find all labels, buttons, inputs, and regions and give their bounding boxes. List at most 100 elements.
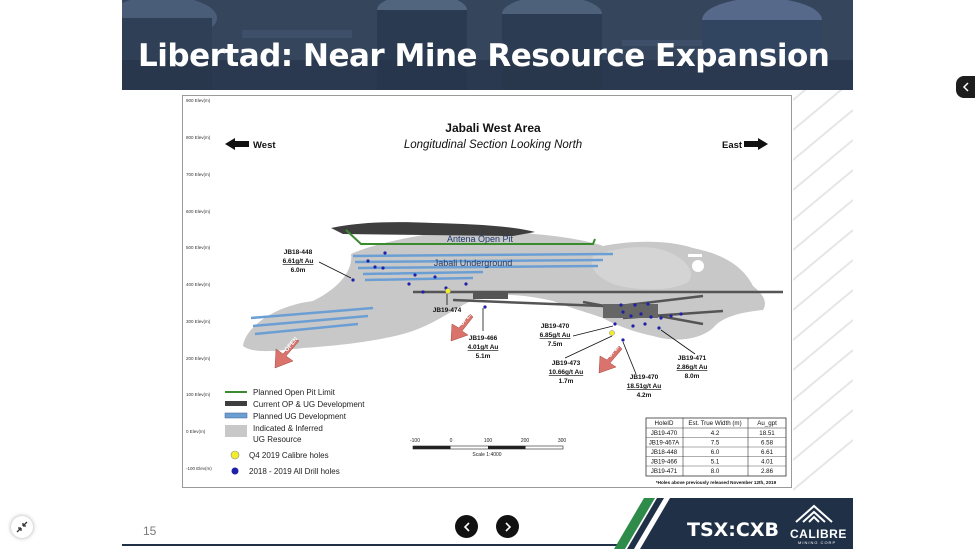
leader-lines <box>318 261 696 375</box>
drill-holes <box>351 251 683 342</box>
table-cell: JB18-448 <box>651 449 678 456</box>
page-number: 15 <box>143 524 157 538</box>
scale-bar: -100 0 100 200 300 Scale 1:4000 <box>410 438 566 458</box>
west-arrow-icon <box>225 138 249 150</box>
section-diagram: 900 Elev(m) 800 Elev(m) 700 Elev(m) 600 … <box>186 98 787 485</box>
planned-ug-development <box>250 252 614 336</box>
intercept-grade: 10.66g/t Au <box>549 369 583 376</box>
results-table: HoleID Est. True Width (m) Au_gpt JB19-4… <box>645 417 787 485</box>
chevron-left-icon <box>962 82 969 92</box>
table-cell: 5.1 <box>711 459 720 466</box>
brand-subtitle: MINING CORP <box>798 540 837 545</box>
previous-slide-button[interactable] <box>455 515 478 538</box>
elev-label: -100 Elev(m) <box>186 466 212 471</box>
planned-pit-limit <box>345 229 596 245</box>
side-panel-toggle-button[interactable] <box>956 76 975 98</box>
east-arrow-icon <box>744 138 768 150</box>
longitudinal-section-figure: 900 Elev(m) 800 Elev(m) 700 Elev(m) 600 … <box>182 95 792 488</box>
intercept-width: 7.5m <box>548 341 563 348</box>
chevron-left-icon <box>463 521 470 532</box>
elev-label: 300 Elev(m) <box>186 319 211 324</box>
calibre-logo-icon <box>795 504 833 523</box>
intercept-width: 1.7m <box>559 378 574 385</box>
legend-label: Current OP & UG Development <box>253 400 365 409</box>
intercept-hole: JB19-470 <box>630 374 659 381</box>
intercept-grade: 6.85g/t Au <box>540 332 571 339</box>
scale-tick: 200 <box>521 438 530 444</box>
table-cell: JB19-471 <box>651 468 678 475</box>
table-cell: 4.2 <box>711 430 720 437</box>
table-cell: JB19-467A <box>649 440 680 447</box>
ticker-symbol: TSX:CXB <box>687 519 779 541</box>
exit-fullscreen-button[interactable] <box>11 516 33 538</box>
intercept-hole: JB19-473 <box>552 360 581 367</box>
footer-band <box>122 498 853 549</box>
intercept-hole: JB19-466 <box>469 335 498 342</box>
resource-hole <box>692 260 704 272</box>
legend-label: 2018 - 2019 All Drill holes <box>249 467 340 476</box>
intercept-grade: 6.61g/t Au <box>283 258 314 265</box>
intercept-hole: JB19-471 <box>678 355 707 362</box>
resource-east-lobe <box>591 247 692 290</box>
east-label: East <box>722 140 743 151</box>
chevron-right-icon <box>504 521 511 532</box>
table-cell: 6.0 <box>711 449 720 456</box>
elev-label: 700 Elev(m) <box>186 172 211 177</box>
legend-label: UG Resource <box>253 435 302 444</box>
brand-name: CALIBRE <box>790 527 847 541</box>
ug-block <box>473 291 508 299</box>
header-background-image <box>122 0 853 90</box>
table-cell: 4.01 <box>761 459 774 466</box>
header-banner: Libertad: Near Mine Resource Expansion <box>122 0 853 90</box>
table-note: *Holes above previously released Novembe… <box>656 480 777 485</box>
legend-label: Planned Open Pit Limit <box>253 388 336 397</box>
pit-label: Antena Open Pit <box>447 234 514 244</box>
table-cell: 6.58 <box>761 440 774 447</box>
table-header: Est. True Width (m) <box>688 420 741 427</box>
table-cell: 18.51 <box>759 430 775 437</box>
current-op-cap <box>331 222 535 236</box>
west-label: West <box>253 140 276 151</box>
scale-tick: -100 <box>410 438 420 444</box>
scale-tick: 0 <box>450 438 453 444</box>
elev-label: 400 Elev(m) <box>186 282 211 287</box>
figure-subtitle: Longitudinal Section Looking North <box>404 139 582 151</box>
collapse-icon <box>16 521 28 533</box>
intercept-grade: 18.51g/t Au <box>627 383 661 390</box>
intercept-width: 5.1m <box>476 353 491 360</box>
table-header: HoleID <box>655 420 674 427</box>
slide-title: Libertad: Near Mine Resource Expansion <box>138 38 830 74</box>
figure-title: Jabali West Area <box>445 121 541 135</box>
table-cell: 7.5 <box>711 440 720 447</box>
table-header: Au_gpt <box>757 420 777 427</box>
elev-label: 200 Elev(m) <box>186 356 211 361</box>
elev-label: 800 Elev(m) <box>186 135 211 140</box>
open-arrow-3: OPEN <box>598 342 622 374</box>
legend-label: Planned UG Development <box>253 412 347 421</box>
elev-label: 900 Elev(m) <box>186 98 211 103</box>
table-cell: 2.86 <box>761 468 774 475</box>
legend-label: Q4 2019 Calibre holes <box>249 451 329 460</box>
next-slide-button[interactable] <box>496 515 519 538</box>
elev-label: 100 Elev(m) <box>186 392 211 397</box>
ug-block <box>603 304 658 318</box>
legend-label: Indicated & Inferred <box>253 424 323 433</box>
intercept-width: 8.0m <box>685 373 700 380</box>
intercept-hole: JB19-474 <box>433 307 462 314</box>
intercept-hole: JB19-470 <box>541 323 570 330</box>
scale-tick: 100 <box>484 438 493 444</box>
intercept-width: 6.0m <box>291 267 306 274</box>
scale-label: Scale 1:4000 <box>472 452 501 458</box>
intercept-grade: 2.86g/t Au <box>677 364 708 371</box>
intercept-width: 4.2m <box>637 392 652 399</box>
underground-label: Jabali Underground <box>434 258 513 268</box>
elev-label: 600 Elev(m) <box>186 209 211 214</box>
intercept-grade: 4.01g/t Au <box>468 344 499 351</box>
table-cell: 8.0 <box>711 468 720 475</box>
elev-label: 0 Elev(m) <box>186 429 206 434</box>
legend: Planned Open Pit Limit Current OP & UG D… <box>224 388 365 476</box>
resource-gap <box>688 254 702 257</box>
slide: Libertad: Near Mine Resource Expansion 9… <box>122 0 853 549</box>
decorative-stripes <box>793 90 853 491</box>
table-cell: JB19-470 <box>651 430 678 437</box>
